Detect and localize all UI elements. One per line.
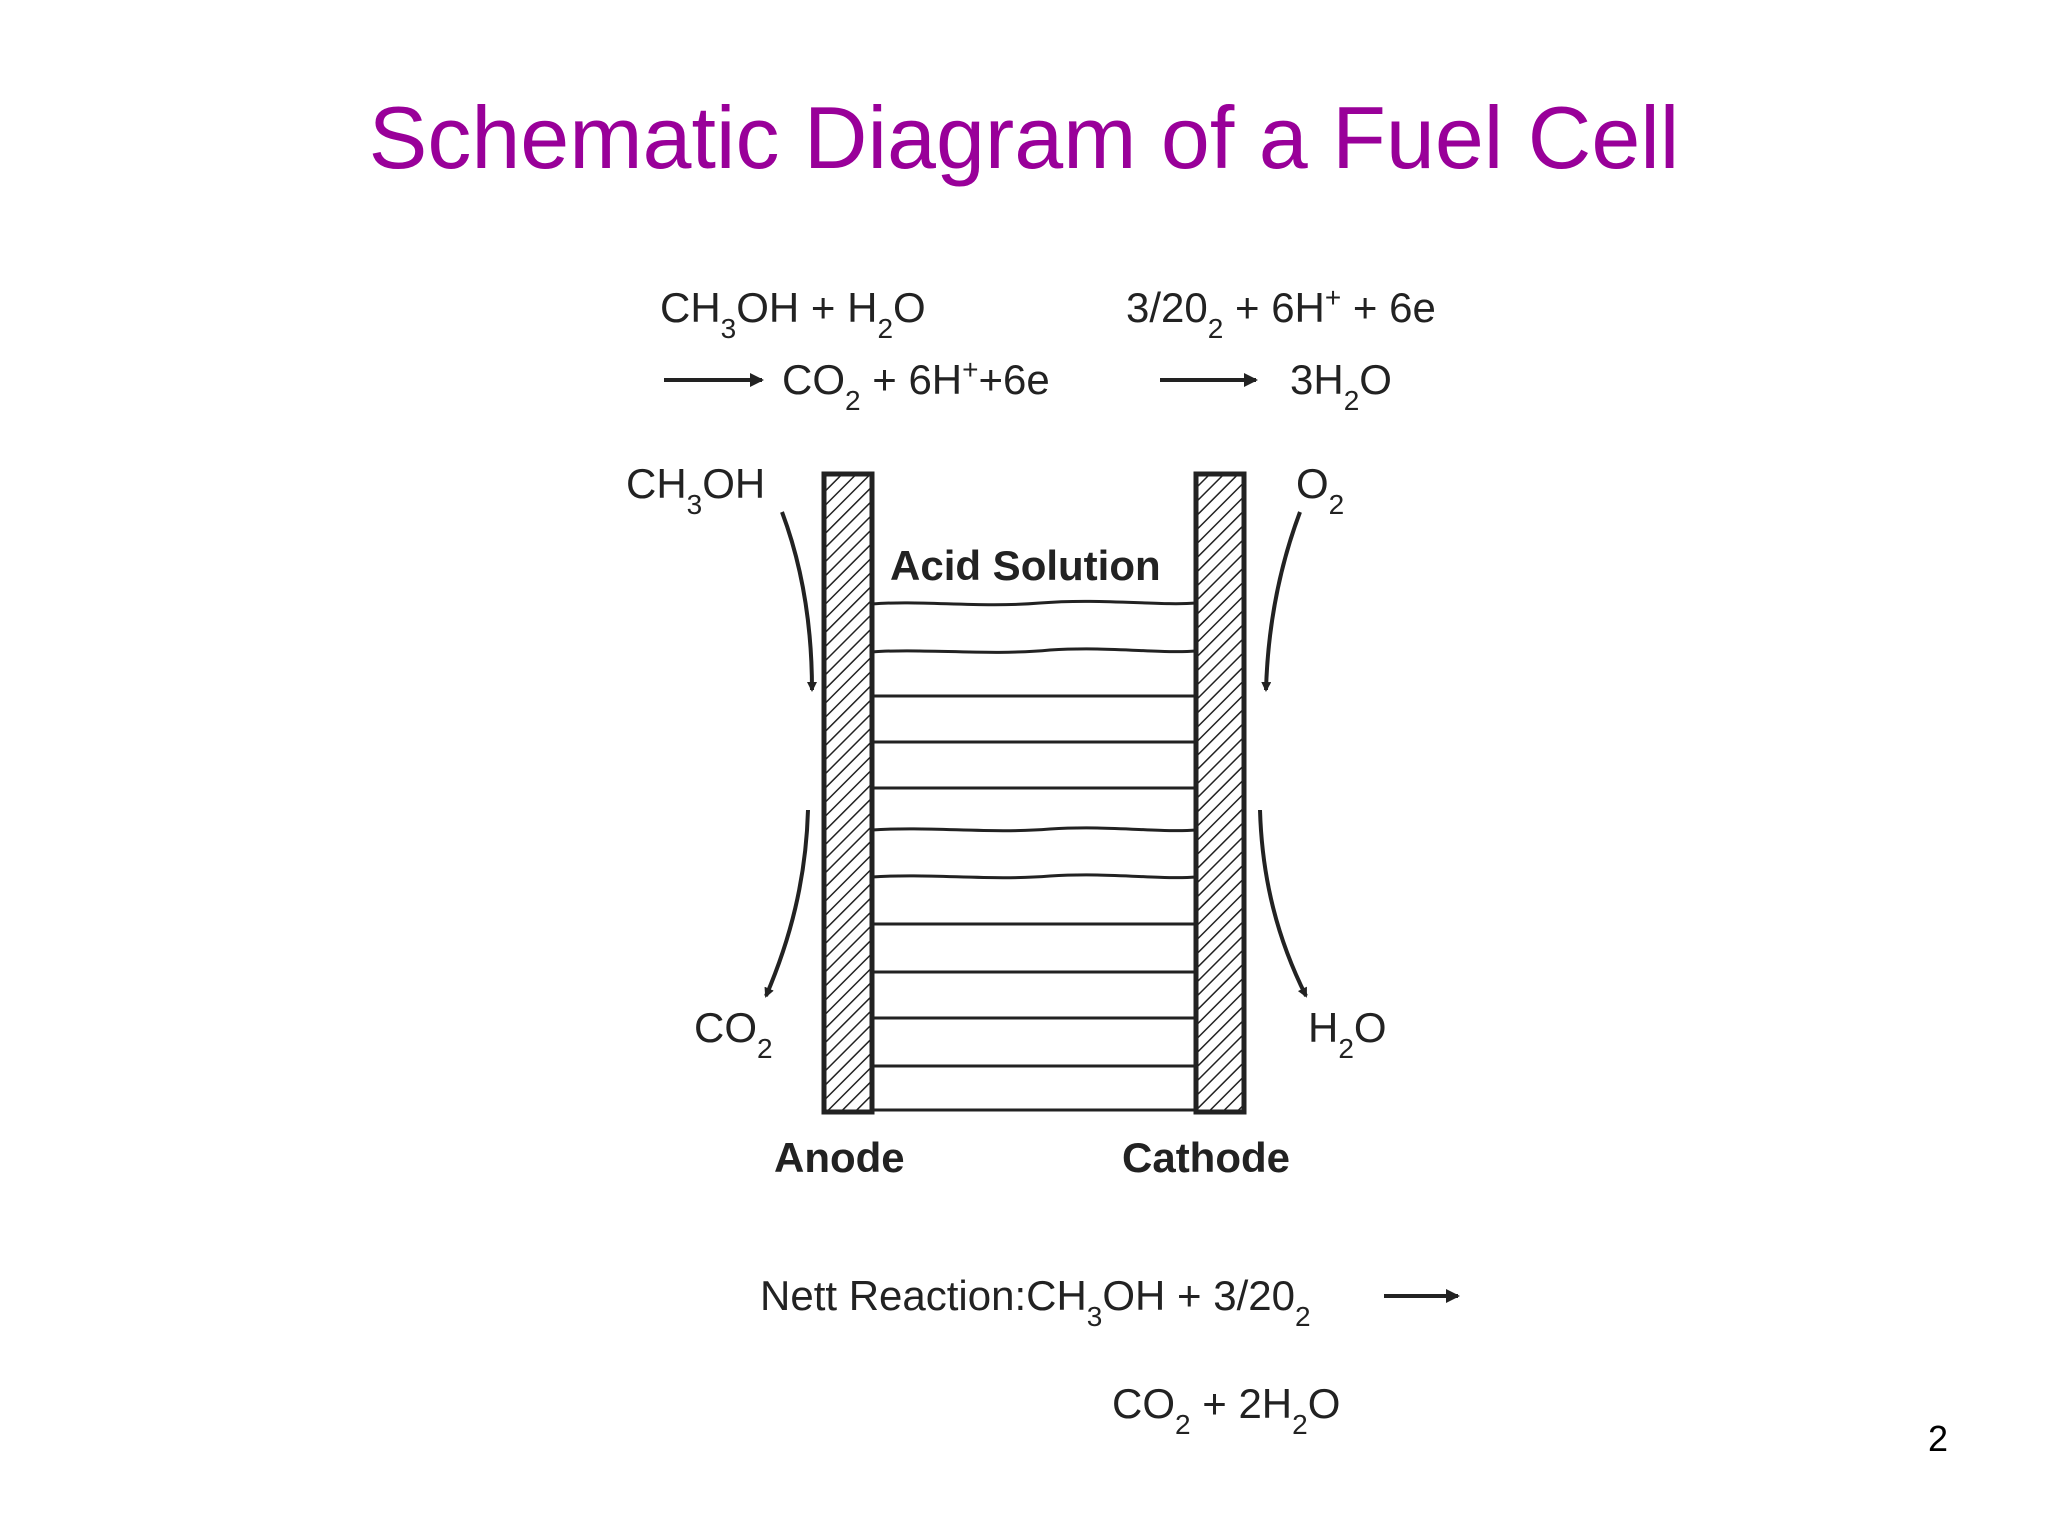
cathode-products: 3H2O [1290, 356, 1392, 416]
cathode-half-reaction: 3/202 + 6H+ + 6e 3H2O [1126, 282, 1436, 416]
oxygen-in-arrow [1261, 511, 1302, 692]
cathode-electrode [1193, 471, 1247, 1115]
water-out-arrow [1258, 809, 1308, 998]
fuel-cell: Acid Solution [821, 471, 1247, 1115]
anode-label: Anode [774, 1134, 905, 1181]
acid-solution-lines [871, 599, 1197, 1112]
net-reaction: Nett Reaction:CH3OH + 3/202 CO2 + 2H2O [760, 1272, 1460, 1440]
methanol-in-label: CH3OH [626, 460, 765, 520]
anode-products: CO2 + 6H++6e [782, 354, 1050, 416]
anode-half-reaction: CH3OH + H2O CO2 + 6H++6e [660, 284, 1050, 416]
anode-reactants: CH3OH + H2O [660, 284, 926, 344]
slide-title: Schematic Diagram of a Fuel Cell [368, 88, 1680, 187]
flow-arrows [764, 511, 1308, 998]
co2-out-arrow [764, 809, 810, 998]
cathode-reactants: 3/202 + 6H+ + 6e [1126, 282, 1436, 344]
acid-solution-label: Acid Solution [890, 542, 1161, 589]
anode-electrode [821, 471, 875, 1115]
methanol-in-arrow [780, 511, 817, 692]
water-out-label: H2O [1308, 1004, 1387, 1064]
cathode-label: Cathode [1122, 1134, 1290, 1181]
net-reaction-line-1: Nett Reaction:CH3OH + 3/202 [760, 1272, 1311, 1332]
co2-out-label: CO2 [694, 1004, 773, 1064]
page-number: 2 [1927, 1418, 1948, 1459]
oxygen-in-label: O2 [1296, 460, 1344, 520]
net-reaction-line-2: CO2 + 2H2O [1112, 1380, 1340, 1440]
